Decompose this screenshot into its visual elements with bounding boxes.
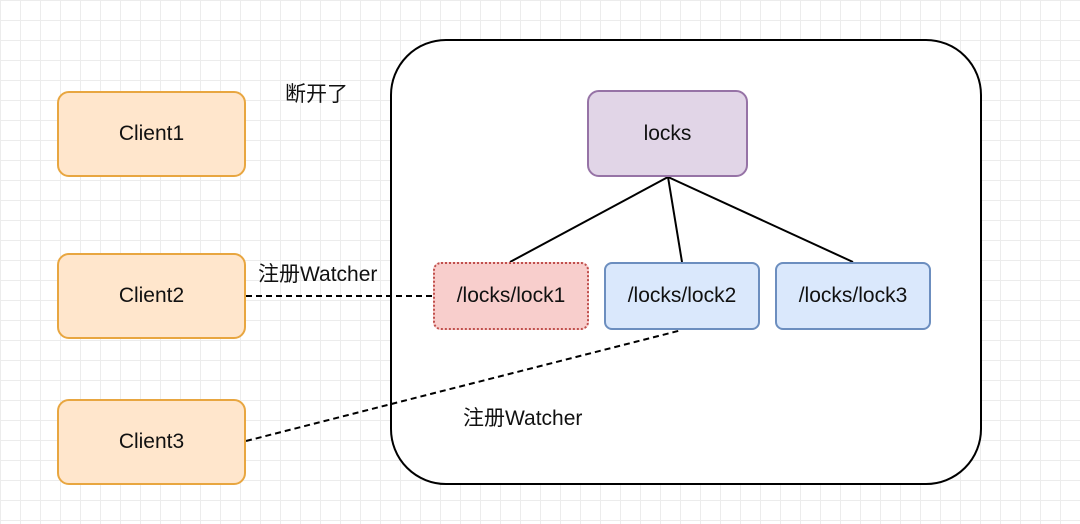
register-watcher-annotation-client2: 注册Watcher [258, 263, 378, 286]
client2-node[interactable]: Client2 [57, 253, 246, 339]
locks-root-label: locks [643, 121, 692, 145]
client1-label: Client1 [118, 122, 185, 145]
tree-edge-lock1 [509, 176, 669, 263]
tree-edge-lock2 [667, 176, 683, 263]
client3-label: Client3 [118, 430, 185, 453]
register-watcher-annotation-client3: 注册Watcher [463, 407, 583, 430]
tree-edge-lock3 [667, 176, 854, 263]
client1-node[interactable]: Client1 [57, 91, 246, 177]
lock3-label: /locks/lock3 [798, 284, 908, 307]
lock1-label: /locks/lock1 [456, 284, 566, 307]
disconnected-annotation: 断开了 [285, 83, 348, 106]
lock2-node[interactable]: /locks/lock2 [604, 262, 760, 330]
locks-root-node[interactable]: locks [587, 90, 748, 177]
lock2-label: /locks/lock2 [627, 284, 737, 307]
client2-label: Client2 [118, 284, 185, 307]
client3-node[interactable]: Client3 [57, 399, 246, 485]
lock3-node[interactable]: /locks/lock3 [775, 262, 931, 330]
watch-edge-client3 [245, 329, 683, 442]
lock1-node[interactable]: /locks/lock1 [433, 262, 589, 330]
